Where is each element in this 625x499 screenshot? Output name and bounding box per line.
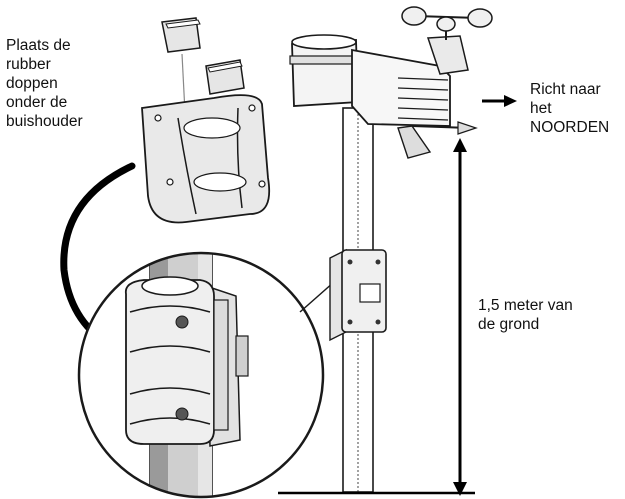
- height-label: 1,5 meter van de grond: [478, 297, 573, 333]
- pole-bracket-icon: [329, 248, 387, 342]
- magnifier-leader-line: [299, 281, 335, 313]
- rubber-pad-icon: [205, 59, 245, 95]
- curved-arrow: [60, 162, 136, 348]
- magnifier-circle-icon: [77, 251, 325, 499]
- north-arrow-icon: [482, 95, 517, 107]
- weather-station-icon: [289, 34, 478, 159]
- north-direction-label: Richt naar het NOORDEN: [530, 81, 610, 136]
- pipe-bracket-icon: [141, 94, 271, 224]
- wind-vane-icon: [397, 125, 432, 159]
- rubber-pad-icon: [161, 17, 201, 53]
- anemometer-icon: [401, 6, 493, 40]
- rubber-pad-instruction-label: Plaats de rubber doppen onder de buishou…: [6, 37, 83, 130]
- height-arrow-icon: [453, 138, 467, 496]
